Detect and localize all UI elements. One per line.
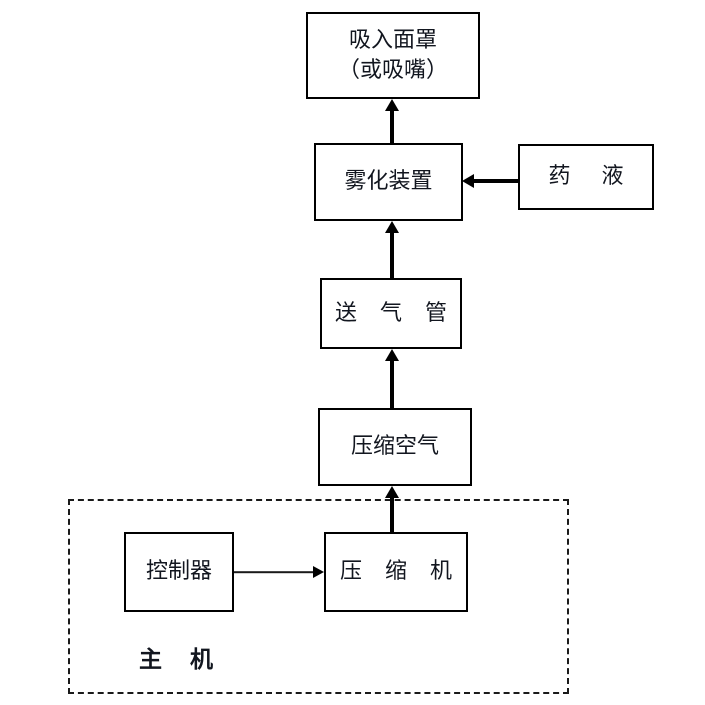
node-label-controller: 控制器	[145, 559, 212, 585]
arrow-medicine-to-nebulizer	[462, 174, 519, 188]
node-label-compressor: 压 缩 机	[340, 559, 460, 585]
node-air-tube[interactable]: 送 气 管	[320, 278, 462, 349]
arrowhead-icon	[385, 221, 399, 233]
group-label-main-unit: 主 机	[139, 646, 224, 673]
node-compressed-air[interactable]: 压缩空气	[318, 408, 472, 486]
node-mask[interactable]: 吸入面罩 （或吸嘴）	[306, 12, 480, 99]
node-label-mask: 吸入面罩 （或吸嘴）	[337, 27, 448, 83]
node-nebulizer[interactable]: 雾化装置	[314, 143, 463, 221]
node-label-air-tube: 送 气 管	[335, 300, 455, 326]
arrow-shaft	[390, 109, 394, 144]
arrowhead-icon	[385, 99, 399, 111]
arrowhead-icon	[385, 486, 399, 498]
arrowhead-icon	[313, 566, 324, 578]
group-box-main-unit	[68, 499, 569, 694]
node-label-compressed-air: 压缩空气	[350, 434, 439, 460]
arrowhead-icon	[462, 174, 474, 188]
arrow-compressor-to-compressed	[385, 486, 399, 533]
arrow-compressed-to-airtube	[385, 349, 399, 409]
node-controller[interactable]: 控制器	[124, 532, 234, 612]
arrow-shaft	[390, 496, 394, 533]
arrow-airtube-to-nebulizer	[385, 221, 399, 279]
arrow-shaft	[234, 571, 315, 573]
node-compressor[interactable]: 压 缩 机	[324, 532, 468, 612]
node-medicine[interactable]: 药 液	[518, 144, 654, 210]
node-label-nebulizer: 雾化装置	[344, 169, 433, 195]
arrow-shaft	[472, 179, 519, 183]
arrow-nebulizer-to-mask	[385, 99, 399, 144]
arrow-controller-to-compressor	[234, 565, 324, 579]
arrowhead-icon	[385, 349, 399, 361]
arrow-shaft	[390, 359, 394, 409]
arrow-shaft	[390, 231, 394, 279]
node-label-medicine: 药 液	[548, 164, 636, 190]
